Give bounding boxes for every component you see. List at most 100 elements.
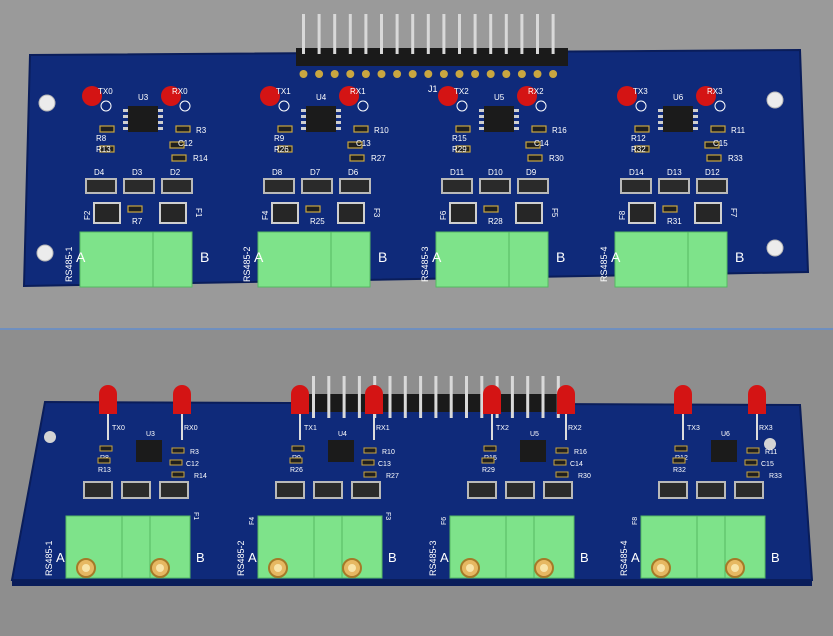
header-pin xyxy=(465,376,468,418)
led xyxy=(696,86,716,106)
smd-part xyxy=(527,154,543,162)
ic-pin xyxy=(123,115,128,118)
terminal-screw-inner xyxy=(156,564,164,572)
part-label: C13 xyxy=(378,461,391,468)
diode xyxy=(263,178,295,194)
terminal-block xyxy=(79,231,193,288)
ic-pin xyxy=(123,127,128,130)
part-label: R11 xyxy=(765,449,777,456)
ic-pin xyxy=(658,121,663,124)
smd-part xyxy=(99,125,115,133)
smd-part xyxy=(455,145,471,153)
header-pin xyxy=(473,14,477,54)
header-pin xyxy=(489,14,493,54)
led-footprint xyxy=(714,100,726,112)
ic-chip xyxy=(128,106,158,132)
terminal-screw-inner xyxy=(274,564,282,572)
diode-label: D12 xyxy=(705,168,720,177)
smd-part xyxy=(525,141,541,149)
part-label: R26 xyxy=(290,467,303,474)
smd-part xyxy=(672,457,686,464)
header-pad xyxy=(471,70,480,78)
ic-chip xyxy=(136,440,162,462)
terminal-block xyxy=(435,231,549,288)
header-pin xyxy=(380,14,383,54)
diode xyxy=(658,178,690,194)
fuse xyxy=(449,202,477,224)
terminal-b-label: B xyxy=(556,249,565,265)
smd-part xyxy=(99,445,113,452)
smd-part xyxy=(481,457,495,464)
header-pins xyxy=(299,14,558,78)
tx-label: TX3 xyxy=(633,87,648,96)
diode xyxy=(159,481,189,499)
header-pad xyxy=(455,70,464,78)
mount-hole-bl xyxy=(36,244,54,262)
port-label: RS485-1 xyxy=(44,540,54,576)
smd-part xyxy=(483,205,499,213)
led xyxy=(99,385,117,403)
diode xyxy=(313,481,343,499)
led xyxy=(161,86,181,106)
fuse-label: F8 xyxy=(632,517,639,525)
led xyxy=(557,385,575,403)
part-label: R9 xyxy=(274,134,285,143)
ic-pin xyxy=(336,115,341,118)
terminal-a-label: A xyxy=(631,550,640,565)
fuse-label: F2 xyxy=(83,210,92,220)
part-label: R8 xyxy=(96,134,107,143)
header-pad xyxy=(549,70,558,78)
rx-label: RX3 xyxy=(759,425,773,432)
diode xyxy=(658,481,688,499)
smd-part xyxy=(634,125,650,133)
part-label: R13 xyxy=(98,467,111,474)
diode-label: D3 xyxy=(132,168,143,177)
smd-part xyxy=(706,154,722,162)
smd-part xyxy=(353,125,369,133)
ic-pin xyxy=(123,109,128,112)
diode-label: D2 xyxy=(170,168,181,177)
header-pad xyxy=(393,70,402,78)
part-label: R14 xyxy=(194,473,207,480)
tx-label: TX0 xyxy=(112,425,125,432)
ic-pin xyxy=(479,121,484,124)
ic-pin xyxy=(158,127,163,130)
header-pin xyxy=(388,376,392,418)
led xyxy=(483,385,501,403)
port-label: RS485-4 xyxy=(619,540,629,576)
led-footprint xyxy=(635,100,647,112)
smd-part xyxy=(483,445,497,452)
terminal-a-label: A xyxy=(56,550,65,565)
header-pin xyxy=(317,14,321,54)
ic-chip xyxy=(520,440,546,462)
header-pin xyxy=(364,14,368,54)
terminal-screw-inner xyxy=(348,564,356,572)
part-label: R31 xyxy=(667,217,682,226)
part-label: R26 xyxy=(274,145,289,154)
diode-label: D8 xyxy=(272,168,283,177)
header-pin xyxy=(312,376,315,418)
part-label: R30 xyxy=(578,473,591,480)
part-label: R15 xyxy=(452,134,467,143)
diode xyxy=(351,481,381,499)
part-label: R29 xyxy=(482,467,495,474)
smd-part xyxy=(555,447,569,454)
port-label: RS485-1 xyxy=(64,246,74,282)
smd-part xyxy=(531,125,547,133)
part-label: C14 xyxy=(570,461,583,468)
header-pad xyxy=(377,70,386,78)
smd-part xyxy=(674,445,688,452)
header-pin xyxy=(302,14,305,54)
fuse xyxy=(93,202,121,224)
bottom-board-edge xyxy=(12,580,812,586)
tx-label: TX0 xyxy=(98,87,113,96)
rx-label: RX2 xyxy=(568,425,582,432)
diode-label: D10 xyxy=(488,168,503,177)
header-pin xyxy=(327,376,331,418)
terminal-a-label: A xyxy=(440,550,449,565)
terminal-half xyxy=(696,515,728,579)
fuse xyxy=(271,202,299,224)
port-label: RS485-2 xyxy=(236,540,246,576)
part-label: R32 xyxy=(631,145,646,154)
smd-part xyxy=(97,457,111,464)
